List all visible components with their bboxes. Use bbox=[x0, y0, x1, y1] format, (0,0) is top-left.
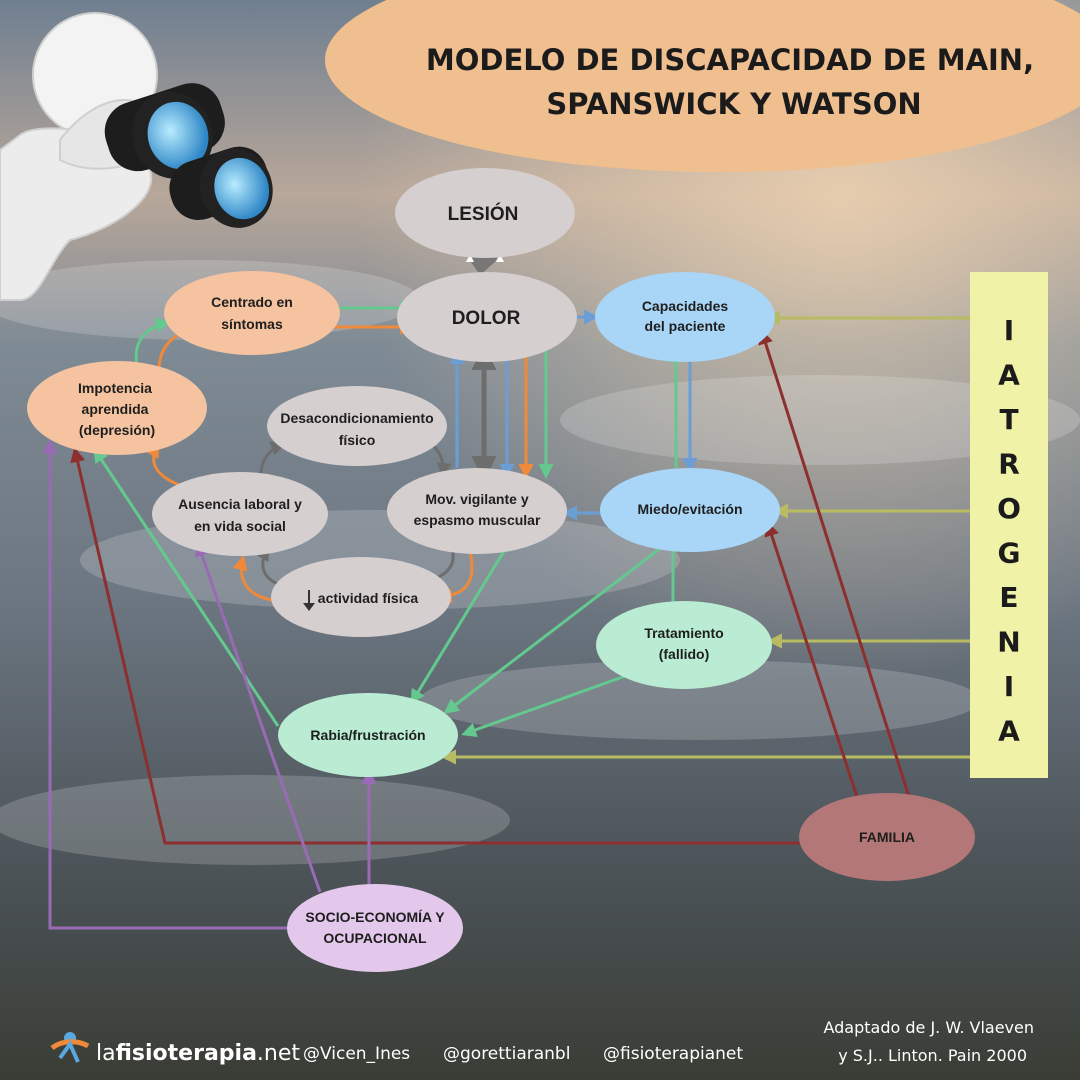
node-miedo-label: Miedo/evitación bbox=[637, 501, 742, 517]
node-impotencia: Impotencia aprendida (depresión) bbox=[27, 361, 207, 455]
node-impotencia-line1: Impotencia bbox=[78, 380, 152, 396]
node-tratamiento-line2: (fallido) bbox=[659, 646, 710, 662]
node-desacond-line2: físico bbox=[339, 432, 376, 448]
node-dolor: DOLOR bbox=[397, 272, 577, 362]
node-ausencia-line2: en vida social bbox=[194, 518, 286, 534]
footer: lafisioterapia.net @Vicen_Ines @gorettia… bbox=[50, 1018, 1034, 1066]
node-lesion: LESIÓN bbox=[395, 168, 575, 258]
arrow-familia-capacidades bbox=[758, 329, 912, 801]
node-capacidades: Capacidades del paciente bbox=[595, 272, 775, 362]
node-socio-line1: SOCIO-ECONOMÍA Y bbox=[305, 909, 445, 925]
brand-prefix: la bbox=[96, 1041, 116, 1066]
node-familia: FAMILIA bbox=[799, 793, 975, 881]
arrow-actividad-ausencia-orange bbox=[232, 555, 273, 602]
node-rabia-label: Rabia/frustración bbox=[310, 727, 425, 743]
node-mov-line1: Mov. vigilante y bbox=[425, 491, 528, 507]
handle-vicen: @Vicen_Ines bbox=[303, 1044, 410, 1064]
node-mov: Mov. vigilante y espasmo muscular bbox=[387, 468, 567, 554]
lafisioterapia-logo-icon bbox=[50, 1032, 90, 1063]
node-desacond-line1: Desacondicionamiento bbox=[280, 410, 433, 426]
brand-suffix: .net bbox=[257, 1041, 300, 1066]
node-socio: SOCIO-ECONOMÍA Y OCUPACIONAL bbox=[287, 884, 463, 972]
arrow-socio-impotencia bbox=[42, 439, 288, 930]
iatrogenia-letter: G bbox=[998, 537, 1021, 570]
node-centrado-line2: síntomas bbox=[221, 316, 283, 332]
arrow-familia-impotencia bbox=[70, 447, 805, 845]
iatrogenia-letter: A bbox=[998, 715, 1020, 748]
credit-line-2: y S.J.. Linton. Pain 2000 bbox=[838, 1046, 1027, 1065]
arrow-tratamiento-rabia bbox=[461, 673, 629, 737]
node-tratamiento: Tratamiento (fallido) bbox=[596, 601, 772, 689]
credit-line-1: Adaptado de J. W. Vlaeven bbox=[823, 1018, 1034, 1037]
brand-text: lafisioterapia.net bbox=[96, 1041, 300, 1066]
node-socio-line2: OCUPACIONAL bbox=[323, 930, 427, 946]
node-ausencia: Ausencia laboral y en vida social bbox=[152, 472, 328, 556]
iatrogenia-letter: I bbox=[1004, 314, 1014, 347]
node-dolor-label: DOLOR bbox=[452, 308, 521, 329]
brand-main: fisioterapia bbox=[116, 1041, 257, 1066]
handle-fisioterapianet: @fisioterapianet bbox=[603, 1044, 743, 1064]
down-arrow-icon bbox=[303, 590, 315, 611]
title-line-2: SPANSWICK Y WATSON bbox=[546, 87, 921, 121]
title-line-1: MODELO DE DISCAPACIDAD DE MAIN, bbox=[426, 43, 1034, 77]
iatrogenia-box bbox=[970, 272, 1048, 778]
node-centrado-line1: Centrado en bbox=[211, 294, 293, 310]
node-actividad-label: actividad física bbox=[318, 590, 419, 606]
iatrogenia-letter: O bbox=[997, 492, 1021, 525]
iatrogenia-letter: T bbox=[999, 403, 1018, 436]
arrow-rabia-mov bbox=[410, 535, 514, 705]
node-capacidades-line2: del paciente bbox=[645, 318, 726, 334]
title-banner bbox=[325, 0, 1080, 172]
node-centrado: Centrado en síntomas bbox=[164, 271, 340, 355]
arrow-socio-ausencia bbox=[194, 541, 322, 893]
node-impotencia-line2: aprendida bbox=[82, 401, 149, 417]
node-impotencia-line3: (depresión) bbox=[79, 422, 155, 438]
node-rabia: Rabia/frustración bbox=[278, 693, 458, 777]
node-lesion-label: LESIÓN bbox=[448, 203, 519, 225]
iatrogenia-letter: I bbox=[1004, 670, 1014, 703]
node-ausencia-line1: Ausencia laboral y bbox=[178, 496, 302, 512]
node-familia-label: FAMILIA bbox=[859, 829, 915, 845]
node-tratamiento-line1: Tratamiento bbox=[644, 625, 723, 641]
iatrogenia-letter: A bbox=[998, 359, 1020, 392]
node-actividad: actividad física bbox=[271, 557, 451, 637]
iatrogenia-letter: R bbox=[998, 448, 1020, 481]
arrow-familia-miedo bbox=[764, 521, 860, 801]
white-tip-left bbox=[466, 254, 474, 262]
iatrogenia-letter: N bbox=[997, 626, 1020, 659]
node-desacond: Desacondicionamiento físico bbox=[267, 386, 447, 466]
iatrogenia-letter: E bbox=[999, 581, 1018, 614]
arrows-layer bbox=[42, 238, 978, 930]
node-capacidades-line1: Capacidades bbox=[642, 298, 729, 314]
node-miedo: Miedo/evitación bbox=[600, 468, 780, 552]
arrow-miedo-rabia bbox=[443, 545, 663, 714]
arrow-rabia-impotencia bbox=[93, 447, 280, 727]
binoculars-figure-icon bbox=[0, 12, 273, 301]
white-tip-right bbox=[496, 254, 504, 262]
node-mov-line2: espasmo muscular bbox=[414, 512, 541, 528]
handle-goretti: @gorettiaranbl bbox=[443, 1044, 570, 1064]
